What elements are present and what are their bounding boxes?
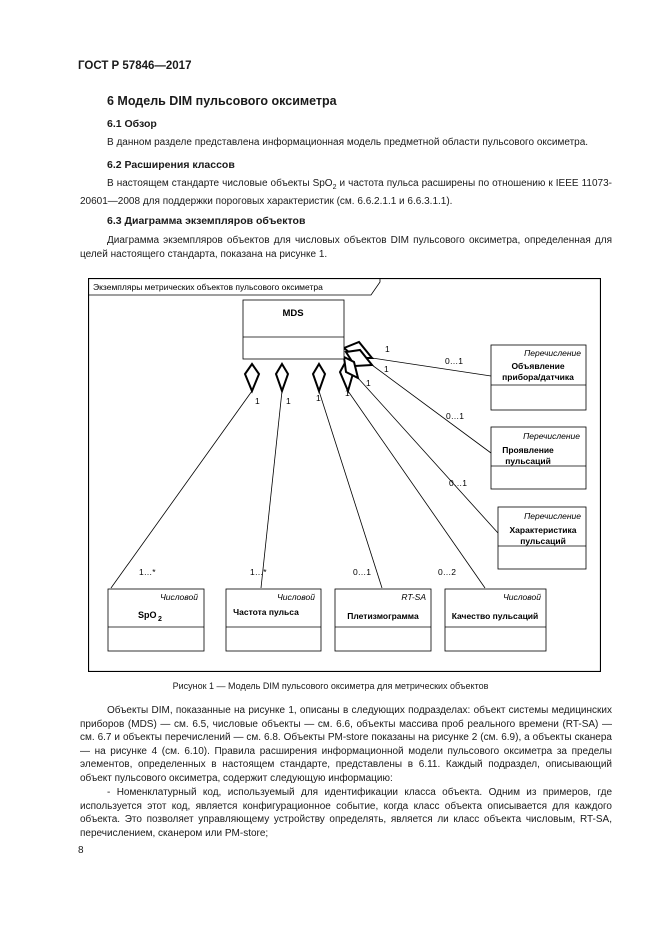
multiplicity-labels: 1 1 1 1 1 1 1 0…1 0…1 0…1 1…* 1…* 0…1 0…… <box>139 344 467 577</box>
svg-text:1…*: 1…* <box>250 567 267 577</box>
svg-text:Характеристика: Характеристика <box>510 525 577 535</box>
numeric-box-heart-rate: Числовой Частота пульса <box>225 588 322 652</box>
frame-label-tab <box>88 278 381 296</box>
svg-text:1: 1 <box>366 378 371 388</box>
svg-text:Перечисление: Перечисление <box>524 348 581 358</box>
subsection-6-2-text: В настоящем стандарте числовые объекты S… <box>80 178 612 207</box>
svg-text:Перечисление: Перечисление <box>524 511 581 521</box>
svg-text:SpO: SpO <box>138 610 157 620</box>
assoc-quality <box>347 390 486 589</box>
svg-text:Перечисление: Перечисление <box>523 431 580 441</box>
svg-text:Частота пульса: Частота пульса <box>233 607 299 617</box>
svg-text:1: 1 <box>286 396 291 406</box>
svg-text:Проявление: Проявление <box>502 445 554 455</box>
rtsa-box-pleth: RT-SA Плетизмограмма <box>334 588 432 652</box>
document-header: ГОСТ Р 57846—2017 <box>78 60 192 72</box>
svg-text:0…2: 0…2 <box>438 567 456 577</box>
assoc-spo2 <box>110 390 253 589</box>
associations <box>110 357 499 589</box>
body-paragraph-2: - Номенклатурный код, используемый для и… <box>80 787 612 839</box>
enum-box-pulse-characteristic: Перечисление Характеристика пульсаций <box>497 506 587 570</box>
enum-box-device-announcement: Перечисление Объявление прибора/датчика <box>490 344 587 411</box>
svg-text:Объявление: Объявление <box>511 361 564 371</box>
svg-text:Качество пульсаций: Качество пульсаций <box>452 611 539 621</box>
enum-box-pulse-occurrence: Перечисление Проявление пульсаций <box>490 426 587 490</box>
svg-text:1: 1 <box>316 393 321 403</box>
svg-text:Числовой: Числовой <box>503 592 541 602</box>
svg-text:Числовой: Числовой <box>277 592 315 602</box>
figure-caption: Рисунок 1 — Модель DIM пульсового оксиме… <box>172 681 489 691</box>
frame-label: Экземпляры метрических объектов пульсово… <box>93 282 323 292</box>
section-title: 6 Модель DIM пульсового оксиметра <box>107 94 337 108</box>
svg-text:1: 1 <box>385 344 390 354</box>
diagram-frame <box>88 278 601 672</box>
subsection-6-2-title: 6.2 Расширения классов <box>107 159 235 171</box>
page-number: 8 <box>78 845 84 856</box>
assoc-heart-rate <box>260 390 283 589</box>
assoc-enum3 <box>357 377 499 534</box>
svg-text:прибора/датчика: прибора/датчика <box>502 372 574 382</box>
subsection-6-3-title: 6.3 Диаграмма экземпляров объектов <box>107 215 306 227</box>
svg-text:2: 2 <box>158 616 162 623</box>
svg-text:пульсаций: пульсаций <box>505 456 551 466</box>
svg-text:пульсаций: пульсаций <box>520 536 566 546</box>
aggregation-diamonds <box>243 340 375 395</box>
mds-label: MDS <box>282 308 303 319</box>
assoc-enum1 <box>371 357 492 377</box>
assoc-enum2 <box>371 364 492 454</box>
subsection-6-1-title: 6.1 Обзор <box>107 118 157 130</box>
subsection-6-3-text: Диаграмма экземпляров объектов для число… <box>80 235 612 260</box>
mds-box <box>242 299 345 360</box>
svg-text:1: 1 <box>255 396 260 406</box>
svg-text:0…1: 0…1 <box>445 356 463 366</box>
svg-text:1…*: 1…* <box>139 567 156 577</box>
svg-text:0…1: 0…1 <box>446 411 464 421</box>
svg-text:RT-SA: RT-SA <box>401 592 426 602</box>
svg-text:0…1: 0…1 <box>353 567 371 577</box>
body-paragraph-1: Объекты DIM, показанные на рисунке 1, оп… <box>80 705 612 784</box>
svg-text:Числовой: Числовой <box>160 592 198 602</box>
numeric-box-spo2: Числовой SpO 2 <box>107 588 205 652</box>
svg-text:1: 1 <box>345 388 350 398</box>
numeric-box-pulse-quality: Числовой Качество пульсаций <box>444 588 547 652</box>
subsection-6-1-text: В данном разделе представлена информацио… <box>107 137 589 148</box>
svg-text:Плетизмограмма: Плетизмограмма <box>347 611 419 621</box>
figure-1-diagram: Экземпляры метрических объектов пульсово… <box>88 278 601 672</box>
svg-text:0…1: 0…1 <box>449 478 467 488</box>
assoc-pleth <box>318 390 383 589</box>
svg-text:1: 1 <box>384 364 389 374</box>
